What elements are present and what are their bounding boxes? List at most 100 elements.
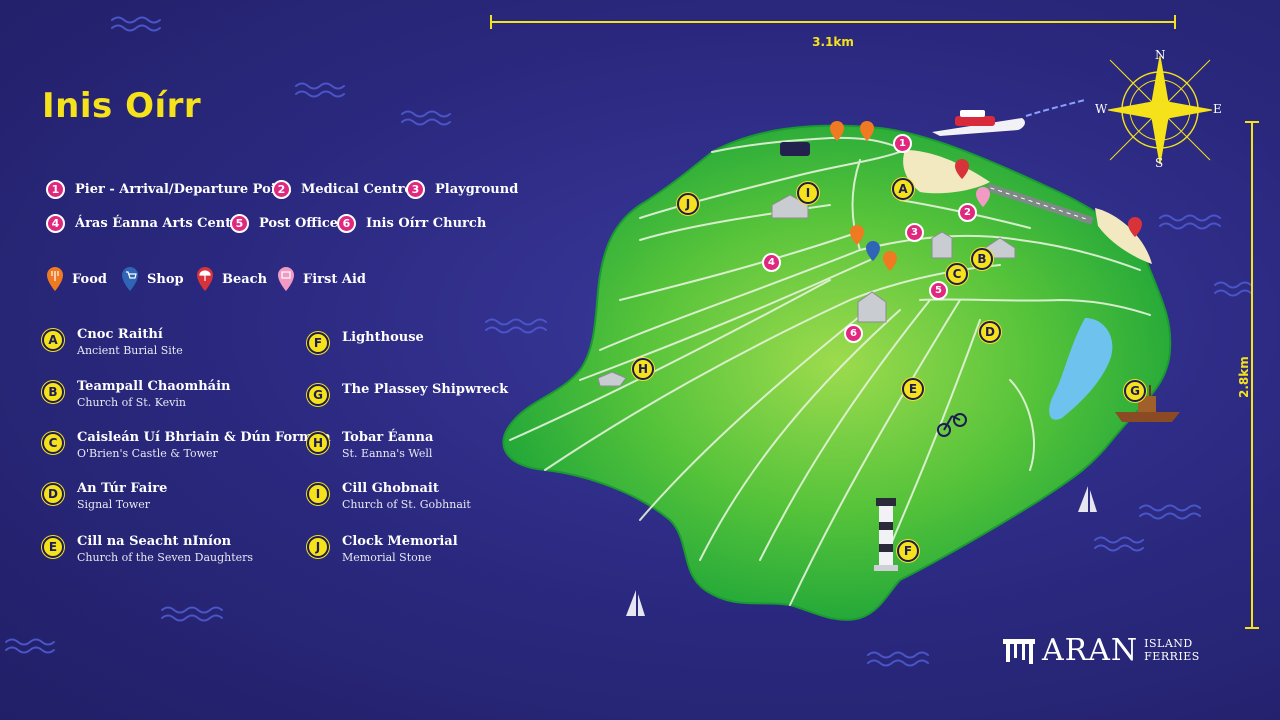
scale-label-vertical: 2.8km [1237,356,1251,398]
beach-east [1095,208,1152,264]
legend-amenity-3: 3 Playground [406,180,518,199]
legend-amenity-5: 5 Post Office [230,214,338,233]
map-marker-j[interactable]: J [677,193,699,215]
site-name: Tobar Éanna [342,430,434,445]
site-letter-badge: A [42,329,64,351]
map-pins [830,121,1142,271]
legend-label: Food [72,271,107,287]
map-marker-e[interactable]: E [902,378,924,400]
scale-bar-horizontal [490,15,1176,29]
map-marker-b[interactable]: B [971,248,993,270]
map-marker-5[interactable]: 5 [929,281,948,300]
legend-site-g: G The Plassey Shipwreck [307,382,508,406]
map-marker-1[interactable]: 1 [893,134,912,153]
map-marker-i[interactable]: I [797,182,819,204]
site-subtitle: St. Eanna's Well [342,447,433,460]
map-marker-g[interactable]: G [1124,380,1146,402]
map-marker-a[interactable]: A [892,178,914,200]
site-name: Cill na Seacht nIníon [77,534,232,549]
scale-label-horizontal: 3.1km [812,35,854,49]
ferry-icon [932,99,1086,136]
site-letter-badge: D [42,483,64,505]
compass-east-label: E [1213,102,1222,116]
site-letter-badge: J [307,536,329,558]
legend-label: First Aid [303,271,366,287]
sailboat-icon [626,486,1097,616]
legend-food: Food [46,266,107,292]
amenity-number-badge: 1 [46,180,65,199]
site-name: An Túr Faire [77,481,168,496]
site-letter-badge: I [307,483,329,505]
map-marker-f[interactable]: F [897,540,919,562]
site-subtitle: Church of St. Gobhnait [342,498,471,511]
site-subtitle: O'Brien's Castle & Tower [77,447,218,460]
legend-amenity-1: 1 Pier - Arrival/Departure Point [46,180,291,199]
map-marker-h[interactable]: H [632,358,654,380]
church-icons [597,194,1016,387]
food-pin-icon [47,267,63,291]
map-marker-3[interactable]: 3 [905,223,924,242]
legend-label: Beach [222,271,268,287]
scale-bar-vertical [1245,121,1259,629]
compass-north-label: N [1155,48,1166,62]
airstrip [986,183,1094,225]
site-name: The Plassey Shipwreck [342,382,509,397]
legend-beach: Beach [196,266,267,292]
site-letter-badge: B [42,381,64,403]
legend-label: Shop [147,271,184,287]
map-marker-2[interactable]: 2 [958,203,977,222]
map-title: Inis Oírr [42,86,202,126]
shipwreck-icon [1115,385,1180,422]
site-letter-badge: G [307,384,329,406]
site-name: Cill Ghobnait [342,481,439,496]
amenity-number-badge: 3 [406,180,425,199]
beach-north [903,150,990,194]
amenity-label: Áras Éanna Arts Centre [75,216,247,231]
compass-west-label: W [1095,102,1108,116]
site-name: Caisleán Uí Bhriain & Dún Formna [77,430,331,445]
compass-south-label: S [1155,156,1164,170]
legend-amenity-4: 4 Áras Éanna Arts Centre [46,214,246,233]
brand-line-1: ISLAND [1144,637,1193,651]
map-marker-6[interactable]: 6 [844,324,863,343]
site-subtitle: Church of the Seven Daughters [77,551,254,564]
site-name: Lighthouse [342,330,424,345]
amenity-label: Pier - Arrival/Departure Point [75,182,292,197]
site-letter-badge: C [42,432,64,454]
brand-name: ARAN [1042,633,1139,668]
compass-rose-icon [1107,55,1213,165]
brand-line-2: FERRIES [1144,650,1200,663]
map-marker-c[interactable]: C [946,263,968,285]
site-letter-badge: F [307,332,329,354]
amenity-number-badge: 2 [272,180,291,199]
shop-pin-icon [122,267,138,291]
amenity-label: Playground [435,182,519,197]
lighthouse-icon [874,498,898,571]
lake [1049,318,1113,420]
site-letter-badge: E [42,536,64,558]
site-subtitle: Memorial Stone [342,551,432,564]
legend-amenity-6: 6 Inis Oírr Church [337,214,486,233]
beach-pin-icon [197,267,213,291]
map-marker-4[interactable]: 4 [762,253,781,272]
site-subtitle: Church of St. Kevin [77,396,186,409]
site-letter-badge: H [307,432,329,454]
amenity-label: Post Office [259,216,339,231]
site-name: Teampall Chaomháin [77,379,231,394]
amenity-label: Inis Oírr Church [366,216,487,231]
site-subtitle: Signal Tower [77,498,151,511]
van-icon [780,142,810,156]
amenity-number-badge: 4 [46,214,65,233]
site-name: Cnoc Raithí [77,327,163,342]
legend-shop: Shop [121,266,184,292]
map-marker-d[interactable]: D [979,321,1001,343]
